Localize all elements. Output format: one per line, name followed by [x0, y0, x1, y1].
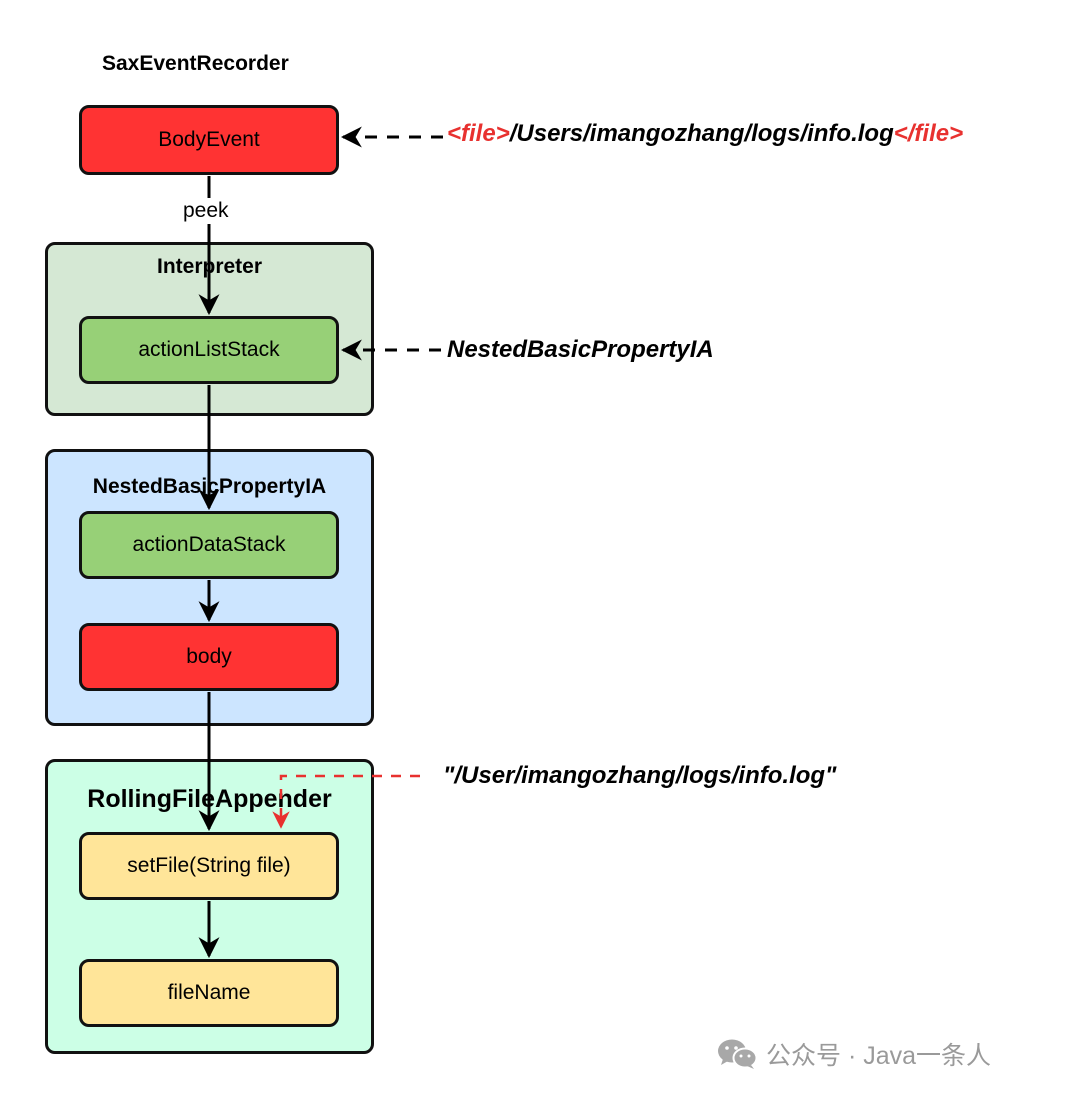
file-path-text: /Users/imangozhang/logs/info.log: [509, 120, 894, 147]
peek-label: peek: [183, 199, 229, 222]
wechat-icon: [718, 1039, 758, 1069]
watermark-text: 公众号 · Java一条人: [766, 1042, 992, 1070]
action-list-stack-box: actionListStack: [79, 316, 339, 384]
watermark: 公众号 · Java一条人: [716, 1036, 991, 1072]
saxeventrecorder-title: SaxEventRecorder: [102, 52, 289, 75]
file-name-box: fileName: [79, 959, 339, 1027]
dashed-red-arrow-path-note: [272, 774, 420, 829]
file-tag-note: <file>/Users/imangozhang/logs/info.log</…: [447, 120, 963, 148]
file-close-tag: </file>: [893, 120, 964, 147]
body-event-box: BodyEvent: [79, 105, 339, 175]
body-box: body: [79, 623, 339, 691]
file-open-tag: <file>: [447, 120, 510, 147]
nested-action-note: NestedBasicPropertyIA: [447, 336, 714, 363]
path-string-note: "/User/imangozhang/logs/info.log": [443, 762, 837, 789]
set-file-box: setFile(String file): [79, 832, 339, 900]
peek-label-bg: [180, 198, 238, 224]
action-data-stack-box: actionDataStack: [79, 511, 339, 579]
